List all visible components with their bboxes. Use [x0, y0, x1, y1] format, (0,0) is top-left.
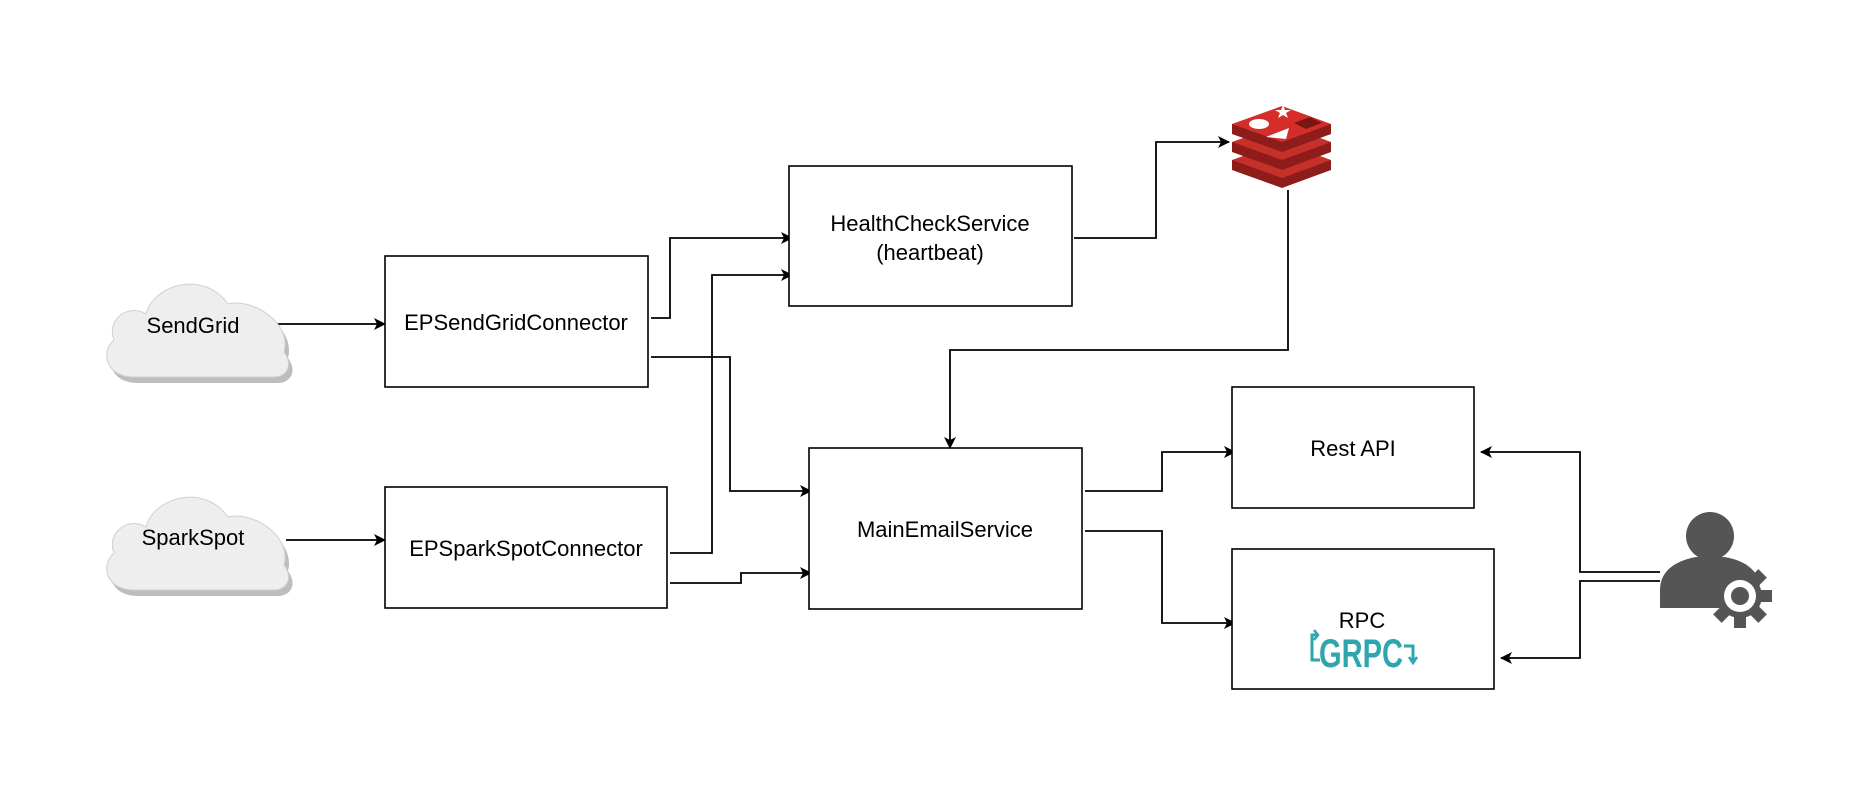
edge-sendgrid-connector-to-healthcheck — [651, 232, 793, 319]
ep-sparkspot-connector-label: EPSparkSpotConnector — [409, 536, 643, 561]
healthcheck-box — [788, 165, 1073, 307]
edge-sendgrid-connector-to-main — [651, 356, 812, 497]
gear-icon — [1708, 564, 1772, 628]
rest-api-label: Rest API — [1310, 436, 1396, 461]
healthcheck-label-line2: (heartbeat) — [876, 240, 984, 265]
sparkspot-cloud: SparkSpot — [106, 496, 293, 596]
ep-sparkspot-connector-node: EPSparkSpotConnector — [384, 486, 668, 609]
edge-user-to-rpc — [1500, 580, 1660, 664]
rest-api-node: Rest API — [1231, 386, 1475, 509]
edge-user-to-rest — [1480, 446, 1660, 573]
grpc-logo-left-bracket — [1310, 633, 1320, 662]
edge-redis-to-main — [944, 190, 1289, 449]
rest-api-box — [1231, 386, 1475, 509]
ep-sendgrid-connector-node: EPSendGridConnector — [384, 255, 649, 388]
redis-icon — [1232, 105, 1331, 188]
grpc-logo-icon: GRPC — [1310, 629, 1419, 676]
redis-layer-top-top — [1232, 106, 1331, 142]
rpc-node: RPC GRPC — [1231, 548, 1495, 690]
rpc-label: RPC — [1339, 608, 1386, 633]
grpc-logo-right-bracket — [1404, 644, 1415, 660]
ep-sparkspot-connector-box — [384, 486, 668, 609]
rpc-box — [1231, 548, 1495, 690]
sendgrid-label: SendGrid — [147, 313, 240, 338]
healthcheck-label-line1: HealthCheckService — [830, 211, 1029, 236]
edges — [270, 136, 1660, 664]
edge-main-to-rpc — [1085, 530, 1236, 629]
main-email-service-node: MainEmailService — [808, 447, 1083, 610]
healthcheck-node: HealthCheckService (heartbeat) — [788, 165, 1073, 307]
grpc-logo-right-arrow — [1407, 656, 1419, 666]
edge-main-to-rest — [1085, 446, 1236, 492]
redis-diamond-shape — [1294, 117, 1322, 129]
redis-triangle-shape — [1266, 128, 1289, 139]
user-settings-icon — [1660, 512, 1772, 628]
gear-hub — [1731, 587, 1749, 605]
grpc-logo-text: GRPC — [1319, 632, 1403, 676]
main-email-service-label: MainEmailService — [857, 517, 1033, 542]
redis-star-shape — [1275, 105, 1291, 118]
redis-circle-shape — [1249, 119, 1269, 129]
edge-sparkspot-connector-to-main — [670, 567, 812, 584]
main-email-service-box — [808, 447, 1083, 610]
cloud-icon — [106, 496, 289, 591]
edge-healthcheck-to-redis — [1074, 136, 1230, 239]
cloud-icon — [106, 283, 289, 378]
sendgrid-cloud: SendGrid — [106, 283, 293, 383]
user-head — [1686, 512, 1734, 560]
edge-sparkspot-connector-to-healthcheck — [670, 269, 793, 554]
ep-sendgrid-connector-label: EPSendGridConnector — [404, 310, 628, 335]
sparkspot-label: SparkSpot — [142, 525, 245, 550]
grpc-logo-left-arrow — [1313, 629, 1320, 641]
ep-sendgrid-connector-box — [384, 255, 649, 388]
